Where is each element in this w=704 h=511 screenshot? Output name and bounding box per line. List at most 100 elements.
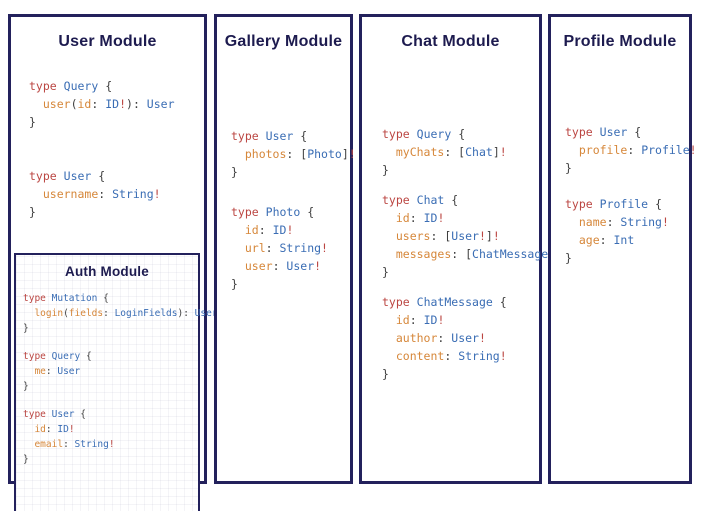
module-gallery-title: Gallery Module <box>224 33 343 50</box>
module-profile-box: Profile Module type User { profile: Prof… <box>548 14 697 484</box>
code-token: type <box>382 193 410 207</box>
code-token <box>410 295 417 309</box>
module-chat-box: Chat Module type Query { myChats: [Chat]… <box>359 14 562 484</box>
code-token: ! <box>437 211 445 225</box>
code-token: { <box>97 293 109 304</box>
code-block: type ChatMessage { id: ID! author: User!… <box>382 293 539 383</box>
code-token: : <box>409 313 424 327</box>
code-token: ): <box>177 308 195 319</box>
code-token <box>382 229 396 243</box>
code-token: Query <box>416 127 452 141</box>
code-token: ! <box>499 349 507 363</box>
code-token: id <box>395 211 410 225</box>
code-token: login <box>34 308 64 319</box>
code-token: User <box>286 259 315 273</box>
code-token: Int <box>613 233 635 247</box>
code-block: type Mutation { login(fields: LoginField… <box>23 291 218 336</box>
code-token: User <box>451 229 479 243</box>
code-token: String <box>458 349 500 363</box>
code-token: { <box>91 169 106 183</box>
module-user-code: type Query { user(id: ID!): User }type U… <box>11 77 204 221</box>
code-token <box>23 424 34 435</box>
code-token <box>23 308 34 319</box>
code-token: type <box>382 295 410 309</box>
code-token <box>382 349 396 363</box>
code-token: } <box>382 163 389 177</box>
code-token <box>231 259 245 273</box>
code-block: type Photo { id: ID! url: String! user: … <box>231 203 350 293</box>
code-token: Query <box>51 351 81 362</box>
code-token: ! <box>348 147 356 161</box>
code-token: type <box>231 205 259 219</box>
code-token: Mutation <box>51 293 98 304</box>
code-token: ! <box>689 143 697 157</box>
code-token: : <box>409 211 424 225</box>
code-token: : [ <box>286 147 308 161</box>
code-token <box>23 366 34 377</box>
code-token: ID <box>105 97 120 111</box>
code-token <box>231 147 245 161</box>
code-token: type <box>231 129 259 143</box>
code-token: : [ <box>430 229 452 243</box>
module-profile-code: type User { profile: Profile! } type Prof… <box>551 123 697 267</box>
code-token: Profile <box>641 143 690 157</box>
code-block: type User { profile: Profile! } <box>565 123 697 177</box>
code-token: id <box>34 424 46 435</box>
code-token <box>231 241 245 255</box>
code-token: : <box>599 233 614 247</box>
code-token: } <box>231 165 238 179</box>
code-token: ID <box>57 424 69 435</box>
code-token: id <box>77 97 92 111</box>
code-block: type Profile { name: String! age: Int } <box>565 195 689 267</box>
code-token: type <box>382 127 410 141</box>
code-token: { <box>627 125 642 139</box>
code-token: ] <box>485 229 493 243</box>
code-token: : <box>437 331 452 345</box>
code-token <box>231 223 245 237</box>
code-token: content <box>395 349 445 363</box>
code-token: name <box>578 215 607 229</box>
code-token: Profile <box>599 197 649 211</box>
code-token: fields <box>68 308 104 319</box>
code-token: } <box>23 381 29 392</box>
code-token: type <box>23 409 46 420</box>
code-token: : <box>91 97 106 111</box>
code-token: } <box>23 323 29 334</box>
code-token: myChats <box>395 145 445 159</box>
code-token <box>382 145 396 159</box>
code-token: : [ <box>444 145 466 159</box>
module-chat-code: type Query { myChats: [Chat]! } type Chat… <box>362 125 562 383</box>
code-token: : <box>606 215 621 229</box>
module-gallery-code: type User { photos: [Photo]! }type Photo… <box>217 127 356 293</box>
code-token <box>29 187 43 201</box>
code-token: ] <box>341 147 349 161</box>
code-token: User <box>194 308 218 319</box>
code-token: Photo <box>307 147 342 161</box>
code-token: Photo <box>265 205 301 219</box>
module-auth-title: Auth Module <box>65 264 149 279</box>
code-token <box>565 215 579 229</box>
code-token: type <box>29 169 57 183</box>
code-block: type Query { myChats: [Chat]! } <box>382 125 539 179</box>
code-token: LoginFields <box>114 308 178 319</box>
code-token: ( <box>63 308 69 319</box>
code-token: : <box>444 349 459 363</box>
code-token <box>382 313 396 327</box>
code-token: user <box>244 259 273 273</box>
code-token <box>57 79 64 93</box>
code-token: email <box>34 439 64 450</box>
code-token: id <box>395 313 410 327</box>
code-token: ! <box>321 241 328 255</box>
code-token: ID <box>272 223 287 237</box>
code-token: ( <box>70 97 78 111</box>
code-token <box>259 129 266 143</box>
code-token: { <box>300 205 315 219</box>
code-token: type <box>23 293 46 304</box>
code-token: : <box>98 187 113 201</box>
code-token: { <box>444 193 459 207</box>
code-token <box>410 193 417 207</box>
code-token: : <box>265 241 280 255</box>
code-token: : <box>103 308 115 319</box>
code-token: id <box>244 223 259 237</box>
